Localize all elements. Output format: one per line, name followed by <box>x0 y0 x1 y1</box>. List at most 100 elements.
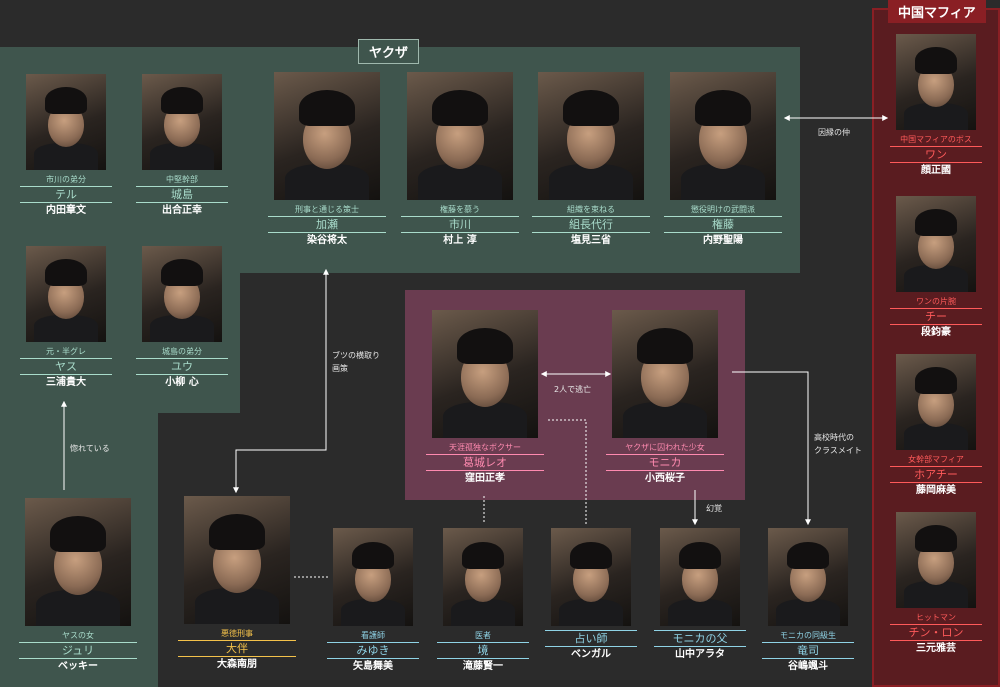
character-name: モニカ <box>606 454 724 471</box>
character-name: 竜司 <box>762 642 854 659</box>
character-role: 元・半グレ <box>46 347 86 356</box>
character-role: 市川の弟分 <box>46 175 86 184</box>
character-card-kumicho: 組織を束ねる組長代行塩見三省 <box>532 72 650 249</box>
character-name: モニカの父 <box>654 630 746 647</box>
portrait-photo <box>896 354 976 450</box>
actor-name: ベッキー <box>58 661 98 672</box>
character-card-miyuki: 看護師みゆき矢島舞美 <box>327 528 419 675</box>
mafia-group-label: 中国マフィア <box>888 0 986 23</box>
character-name: 権藤 <box>664 216 782 233</box>
character-card-yu: 城島の弟分ユウ小柳 心 <box>136 246 228 391</box>
character-card-ichikawa: 権藤を慕う市川村上 淳 <box>401 72 519 249</box>
character-card-father: モニカの父山中アラタ <box>654 528 746 663</box>
yakuza-panel <box>0 47 800 273</box>
actor-name: 矢島舞美 <box>353 661 393 672</box>
character-card-woman: 女幹部マフィアホアチー藤岡麻美 <box>890 354 982 499</box>
relation-label-kase-otomo-2: 画策 <box>332 364 348 373</box>
character-card-monica: ヤクザに囚われた少女モニカ小西桜子 <box>606 310 724 487</box>
character-role: 女幹部マフィア <box>908 455 964 464</box>
actor-name: 谷嶋颯斗 <box>788 661 828 672</box>
character-card-jojima: 中堅幹部城島出合正幸 <box>136 74 228 219</box>
kase-otomo-arrow <box>233 268 329 494</box>
actor-name: 染谷将太 <box>307 235 347 246</box>
actor-name: 山中アラタ <box>675 649 725 660</box>
portrait-photo <box>670 72 776 200</box>
character-card-kase: 刑事と通じる策士加瀬染谷将太 <box>268 72 386 249</box>
character-card-otomo: 悪徳刑事大伴大森南朋 <box>178 496 296 673</box>
actor-name: 段鈞豪 <box>921 327 951 338</box>
character-name: みゆき <box>327 642 419 659</box>
character-role: 刑事と通じる策士 <box>295 205 359 214</box>
portrait-photo <box>768 528 848 626</box>
actor-name: 村上 淳 <box>443 235 477 246</box>
character-name: 加瀬 <box>268 216 386 233</box>
character-role: 看護師 <box>361 631 385 640</box>
portrait-photo <box>25 498 131 626</box>
yakuza-group-label: ヤクザ <box>358 39 420 64</box>
relation-label-gondo-boss: 因縁の仲 <box>818 128 850 137</box>
portrait-photo <box>896 512 976 608</box>
character-name: 組長代行 <box>532 216 650 233</box>
character-name: ジュリ <box>19 642 137 659</box>
character-role: ヤクザに囚われた少女 <box>625 443 705 452</box>
character-card-sakai: 医者境滝藤賢一 <box>437 528 529 675</box>
character-name: チー <box>890 308 982 325</box>
character-role: 中国マフィアのボス <box>900 135 972 144</box>
actor-name: 小柳 心 <box>165 377 199 388</box>
relation-label-monica-father: 幻覚 <box>706 504 722 513</box>
portrait-photo <box>333 528 413 626</box>
actor-name: ベンガル <box>571 649 611 660</box>
character-name: ヤス <box>20 358 112 375</box>
portrait-photo <box>551 528 631 626</box>
portrait-photo <box>142 74 222 170</box>
character-name: 占い師 <box>545 630 637 647</box>
portrait-photo <box>443 528 523 626</box>
character-role: 医者 <box>475 631 491 640</box>
relation-label-monica-ryuji-1: 高校時代の <box>814 433 854 442</box>
character-role: 権藤を慕う <box>440 205 480 214</box>
character-card-leo: 天涯孤独なボクサー葛城レオ窪田正孝 <box>426 310 544 487</box>
character-name: 大伴 <box>178 640 296 657</box>
actor-name: 藤岡麻美 <box>916 485 956 496</box>
character-name: チン・ロン <box>890 624 982 641</box>
actor-name: 滝藤賢一 <box>463 661 503 672</box>
character-card-juri: ヤスの女ジュリベッキー <box>19 498 137 675</box>
character-role: 中堅幹部 <box>166 175 198 184</box>
portrait-photo <box>184 496 290 624</box>
character-role: ワンの片腕 <box>916 297 956 306</box>
portrait-photo <box>142 246 222 342</box>
character-name: 葛城レオ <box>426 454 544 471</box>
actor-name: 塩見三省 <box>571 235 611 246</box>
actor-name: 小西桜子 <box>645 473 685 484</box>
character-role: ヒットマン <box>916 613 956 622</box>
character-name: テル <box>20 186 112 203</box>
actor-name: 内野聖陽 <box>703 235 743 246</box>
portrait-photo <box>26 246 106 342</box>
portrait-photo <box>660 528 740 626</box>
character-card-boss: 中国マフィアのボスワン顔正國 <box>890 34 982 179</box>
relation-label-leo-monica: 2人で逃亡 <box>554 385 592 394</box>
character-role: 組織を束ねる <box>567 205 615 214</box>
portrait-photo <box>896 196 976 292</box>
character-card-ryuji: モニカの同級生竜司谷嶋颯斗 <box>762 528 854 675</box>
monica-ryuji-arrow <box>732 371 811 526</box>
character-card-uranaishi: 占い師ベンガル <box>545 528 637 663</box>
character-name: 市川 <box>401 216 519 233</box>
portrait-photo <box>26 74 106 170</box>
portrait-photo <box>432 310 538 438</box>
character-card-gondo: 懲役明けの武闘派権藤内野聖陽 <box>664 72 782 249</box>
actor-name: 大森南朋 <box>217 659 257 670</box>
character-card-teru: 市川の弟分テル内田章文 <box>20 74 112 219</box>
character-name: 境 <box>437 642 529 659</box>
character-role: 天涯孤独なボクサー <box>449 443 521 452</box>
portrait-photo <box>407 72 513 200</box>
character-card-yasu: 元・半グレヤス三浦貴大 <box>20 246 112 391</box>
relation-label-kase-otomo-1: ブツの横取り <box>332 351 380 360</box>
character-role: 懲役明けの武闘派 <box>691 205 755 214</box>
character-card-hitman: ヒットマンチン・ロン三元雅芸 <box>890 512 982 657</box>
actor-name: 三浦貴大 <box>46 377 86 388</box>
actor-name: 出合正幸 <box>162 205 202 216</box>
character-role: モニカの同級生 <box>780 631 836 640</box>
portrait-photo <box>274 72 380 200</box>
